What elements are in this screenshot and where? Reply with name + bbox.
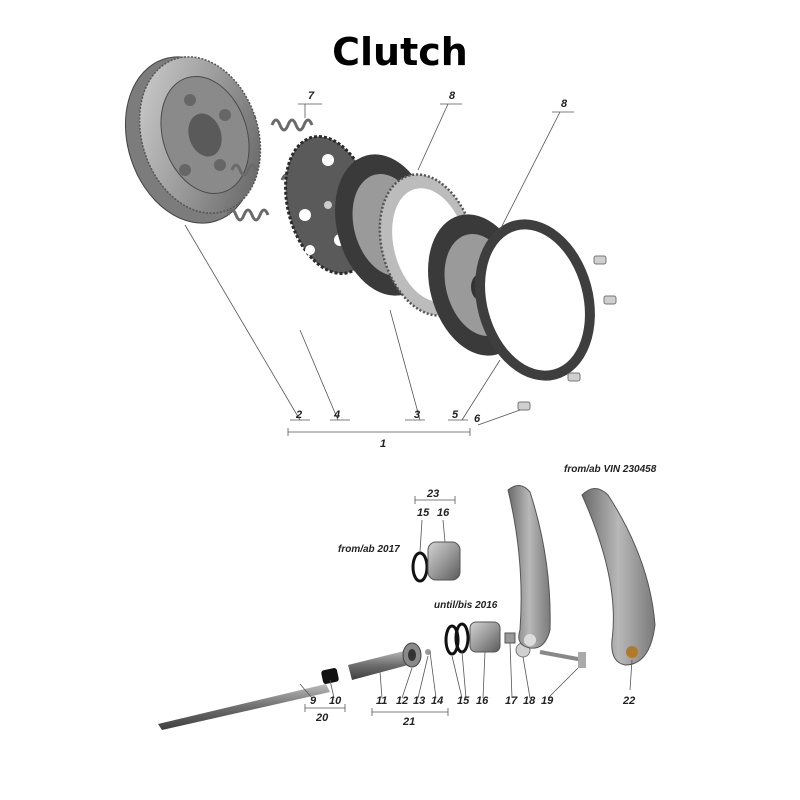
note-from-2017: from/ab 2017 xyxy=(338,544,400,555)
callout-6: 6 xyxy=(474,413,481,425)
callout-16-upper: 16 xyxy=(437,507,450,519)
callout-4: 4 xyxy=(333,409,340,421)
callout-8a: 8 xyxy=(449,90,456,102)
callout-15-lower: 15 xyxy=(457,695,470,707)
callout-11: 11 xyxy=(376,695,387,707)
callout-18: 18 xyxy=(523,695,536,707)
callout-9: 9 xyxy=(310,695,317,707)
callout-10: 10 xyxy=(329,695,342,707)
callout-3: 3 xyxy=(414,409,420,421)
callout-14: 14 xyxy=(431,695,443,707)
release-piston xyxy=(348,642,431,680)
ring-screws xyxy=(517,255,617,411)
backing-ring xyxy=(475,219,595,381)
bushing-from-2017 xyxy=(411,541,461,583)
callout-19: 19 xyxy=(541,695,554,707)
callout-22: 22 xyxy=(622,695,635,707)
callout-2: 2 xyxy=(295,409,302,421)
clutch-arm-new xyxy=(581,488,656,666)
clutch-arm-old xyxy=(507,485,551,649)
bushing-until-2016 xyxy=(444,621,501,656)
upper-leader-lines xyxy=(184,103,574,436)
callout-20: 20 xyxy=(315,712,329,724)
callout-5: 5 xyxy=(452,409,459,421)
push-rod xyxy=(158,668,339,730)
callout-15-upper: 15 xyxy=(417,507,430,519)
callout-23: 23 xyxy=(426,488,439,500)
lower-leader-lines xyxy=(299,496,633,716)
callout-13: 13 xyxy=(413,695,425,707)
callout-8b: 8 xyxy=(561,98,568,110)
callout-1: 1 xyxy=(380,438,386,450)
diagram-title: Clutch xyxy=(332,30,468,74)
clutch-basket xyxy=(124,56,262,224)
callout-17: 17 xyxy=(505,695,518,707)
callout-12: 12 xyxy=(396,695,408,707)
callout-16-lower: 16 xyxy=(476,695,489,707)
callout-7: 7 xyxy=(308,90,315,102)
note-until-2016: until/bis 2016 xyxy=(434,600,498,611)
callout-21: 21 xyxy=(402,716,415,728)
note-from-vin: from/ab VIN 230458 xyxy=(564,464,657,475)
